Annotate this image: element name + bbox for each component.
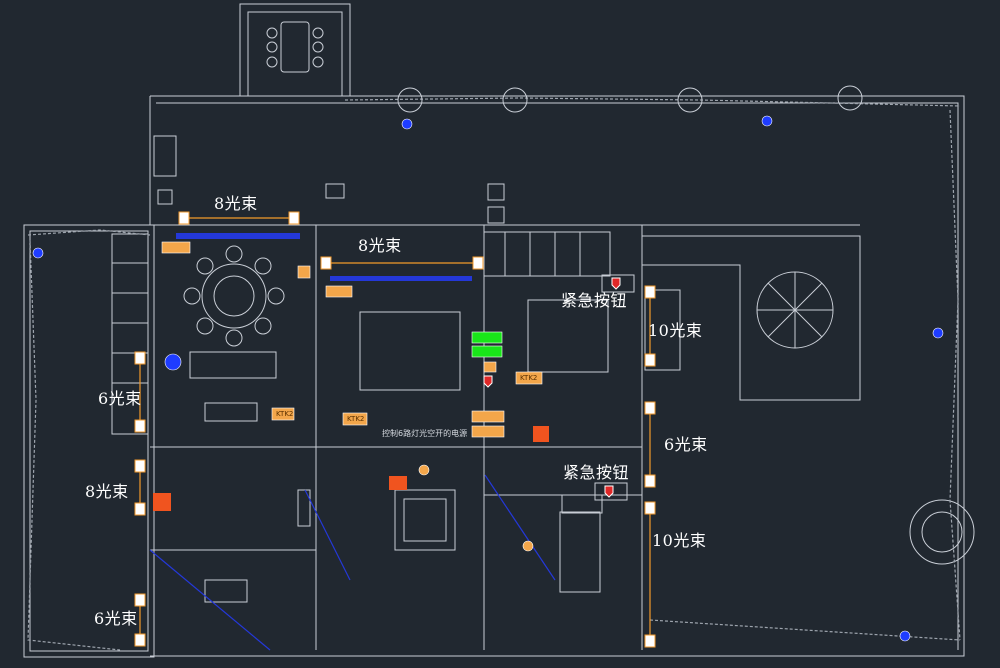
vegetation bbox=[27, 97, 961, 651]
beam-label-10-right-upper: 10光束 bbox=[648, 321, 703, 340]
gazebo-canopy bbox=[756, 271, 834, 349]
flower-symbols bbox=[397, 85, 863, 113]
beam-label-8-living: 8光束 bbox=[358, 236, 402, 255]
emergency-button-label-lower: 紧急按钮 bbox=[563, 463, 630, 482]
beam-label-6-right-mid: 6光束 bbox=[664, 435, 708, 454]
sun-symbols bbox=[418, 464, 534, 552]
dining-table-top bbox=[266, 21, 324, 73]
beam-label-10-right-lower: 10光束 bbox=[652, 531, 707, 550]
beam-lines bbox=[139, 217, 651, 640]
wall-lines bbox=[23, 3, 965, 658]
fixture-tag: KTK2 bbox=[276, 410, 294, 418]
striped-fixtures bbox=[153, 426, 549, 511]
light-bars bbox=[176, 233, 472, 281]
dmx-boxes bbox=[471, 331, 503, 358]
beam-endpoints bbox=[134, 211, 656, 648]
fixtures bbox=[161, 241, 543, 438]
tree-symbol bbox=[909, 499, 975, 565]
power-note: 控制6路灯光空开的电源 bbox=[382, 429, 468, 438]
emergency-button-label-upper: 紧急按钮 bbox=[561, 291, 628, 310]
blue-markers bbox=[32, 115, 944, 642]
fixture-tag: KTK2 bbox=[347, 415, 365, 423]
round-dining-table bbox=[183, 245, 285, 422]
blue-wiring bbox=[149, 474, 556, 651]
beam-label-6-left-upper: 6光束 bbox=[98, 389, 142, 408]
beam-label-8-top: 8光束 bbox=[214, 194, 258, 213]
emergency-shields bbox=[483, 274, 635, 501]
fixture-tag: KTK2 bbox=[520, 374, 538, 382]
beam-label-6-left-lower: 6光束 bbox=[94, 609, 138, 628]
beam-label-8-left-mid: 8光束 bbox=[85, 482, 129, 501]
